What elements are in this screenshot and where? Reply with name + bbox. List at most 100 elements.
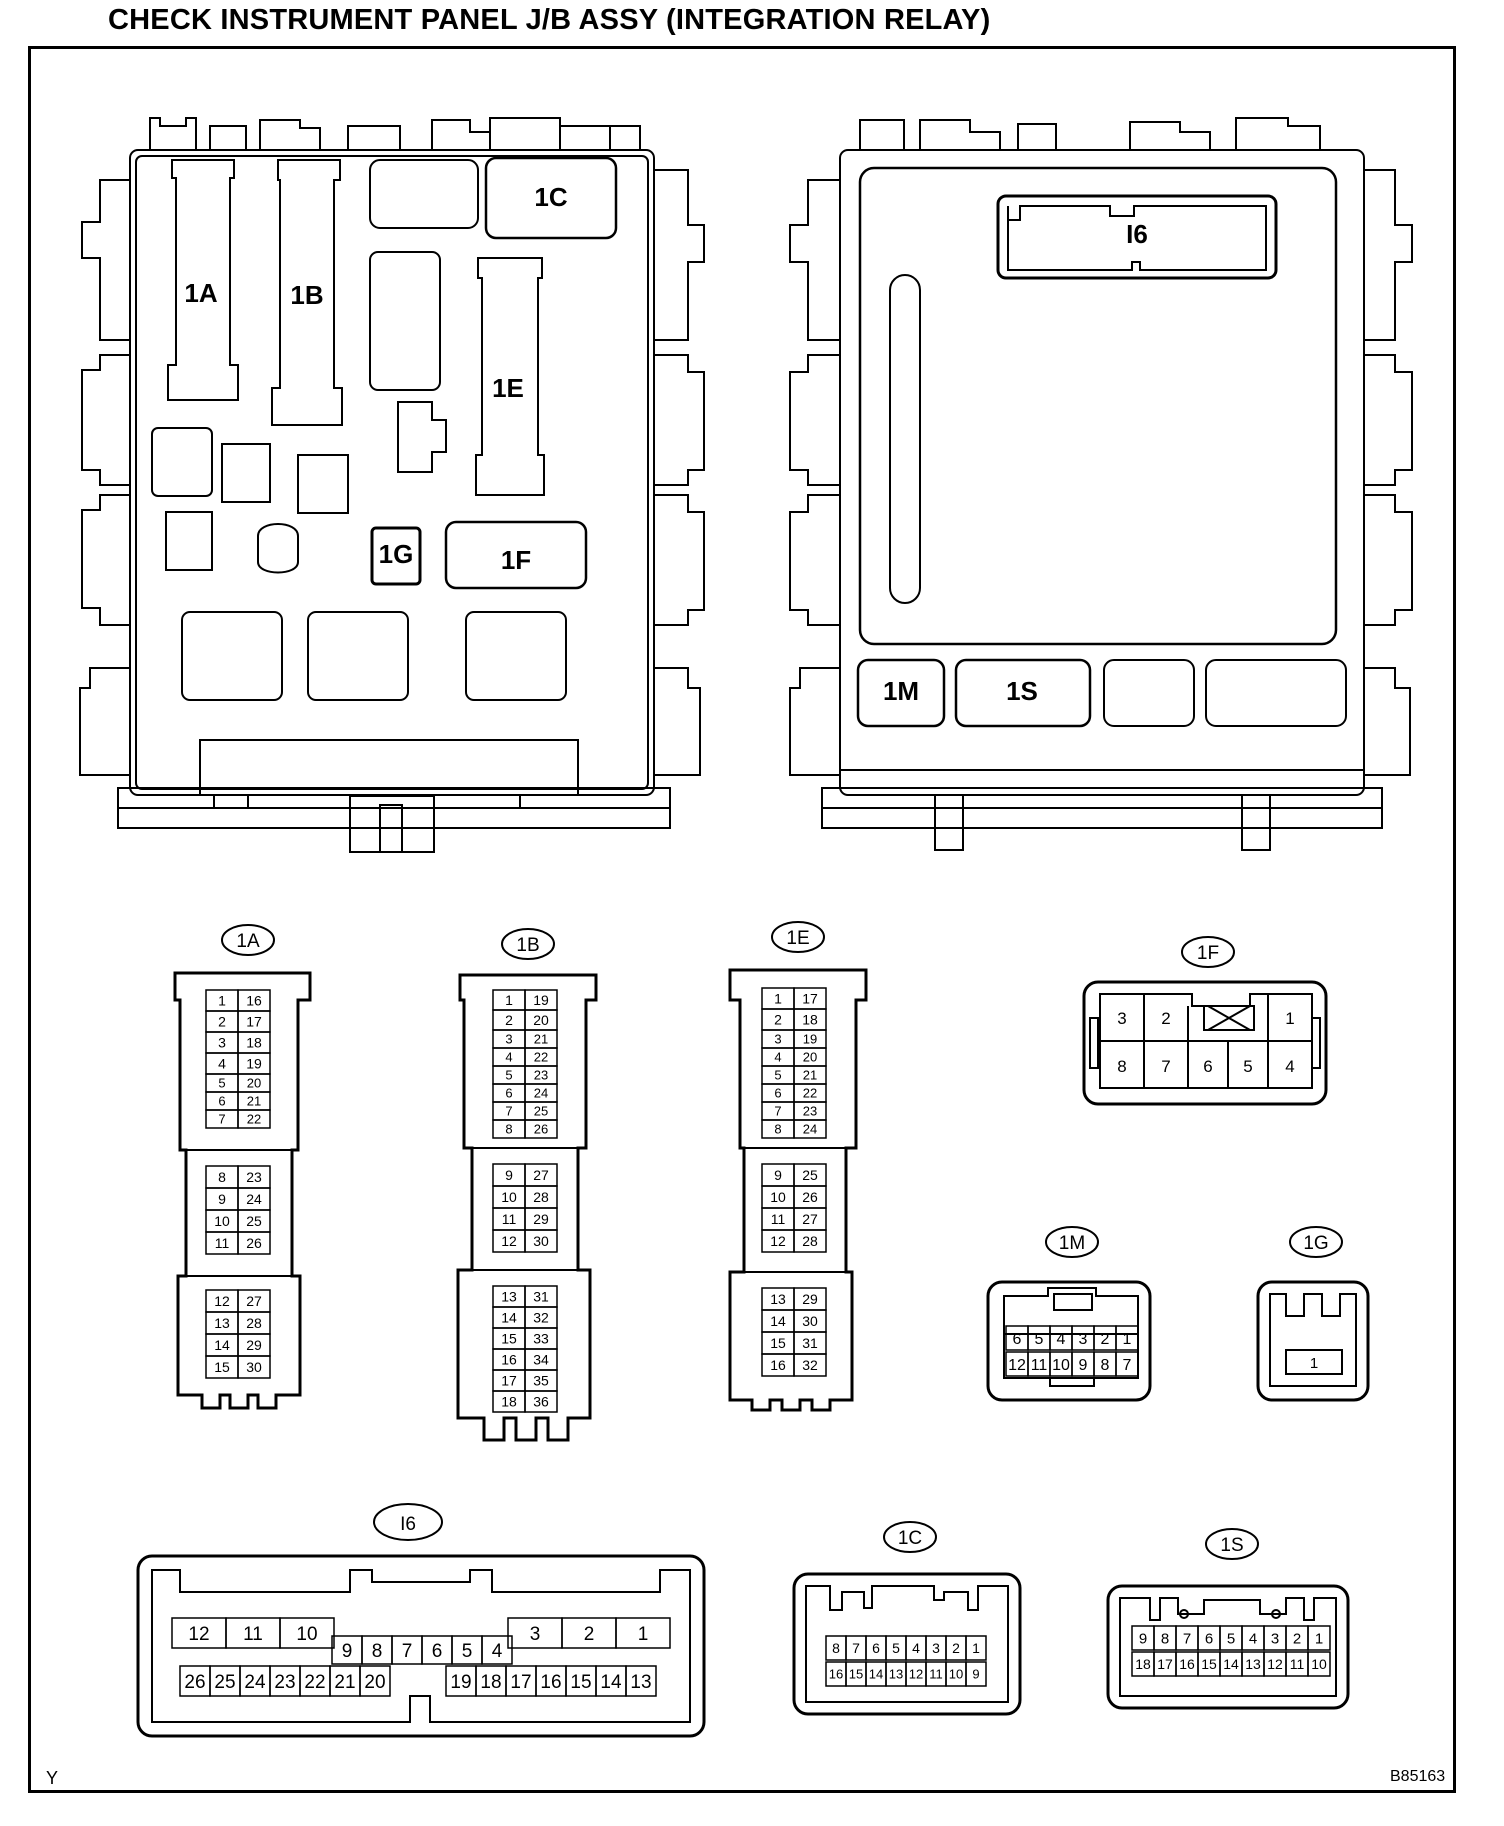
- connector_i6-pin-5: 5: [462, 1641, 473, 1662]
- connector_i6-pin-15: 15: [570, 1672, 591, 1693]
- front-label-1b: 1B: [290, 280, 323, 310]
- connector_1b-pin-3: 3: [505, 1032, 512, 1047]
- connector_1f-pin-4: 4: [1285, 1057, 1294, 1076]
- connector_1e-pin-8: 8: [774, 1122, 781, 1137]
- connector_1e-pin-17: 17: [802, 991, 818, 1007]
- connector_1a-pin-21: 21: [247, 1094, 261, 1109]
- connector-1e-name: 1E: [786, 928, 809, 949]
- connector_i6-pin-10: 10: [296, 1624, 317, 1645]
- front-label-1f: 1F: [501, 545, 531, 575]
- connector_1e-pin-1: 1: [774, 991, 782, 1007]
- connector_1c-pin-15: 15: [849, 1667, 863, 1682]
- connector_i6-pin-19: 19: [450, 1672, 471, 1693]
- connector_i6-pin-3: 3: [530, 1624, 541, 1645]
- connector_1e-pin-24-cell: [793, 1119, 827, 1139]
- connector_1a-pin-16: 16: [246, 993, 262, 1009]
- connector_1f-pin-1: 1: [1285, 1009, 1294, 1028]
- connector_1b-pin-17: 17: [501, 1373, 517, 1389]
- connector_1m-pin-3: 3: [1079, 1331, 1088, 1348]
- connector_i6-pin-2: 2: [584, 1624, 595, 1645]
- connector_i6-pin-22: 22: [304, 1672, 325, 1693]
- connector_i6-pin-11: 11: [243, 1624, 263, 1645]
- connector_1b-pin-13: 13: [501, 1289, 517, 1305]
- connector_1e-pin-5: 5: [774, 1068, 781, 1083]
- connector_1m-pin-7-cell: [1115, 1351, 1139, 1377]
- connector_1m-pin-7: 7: [1123, 1357, 1132, 1374]
- connector_1m-pin-2: 2: [1101, 1331, 1110, 1348]
- connector_1b-pin-22: 22: [534, 1050, 548, 1065]
- connector_1b-pin-28: 28: [533, 1189, 549, 1205]
- connector_i6-pin-13-cell: [625, 1665, 657, 1697]
- connector_1a-pin-24: 24: [246, 1191, 262, 1207]
- connector_1e-pin-28-cell: [793, 1229, 827, 1253]
- connector_1s-pin-5: 5: [1227, 1630, 1235, 1647]
- connector_1e-pin-21: 21: [803, 1068, 817, 1083]
- connector_1c-pin-7: 7: [852, 1640, 860, 1656]
- connector_1b-pin-34: 34: [533, 1352, 549, 1368]
- connector_i6-pin-24: 24: [244, 1672, 266, 1693]
- connector_1b-pin-36: 36: [533, 1394, 549, 1410]
- front-label-1g: 1G: [379, 539, 414, 569]
- connector_1a-pin-13: 13: [214, 1315, 230, 1331]
- connector_i6-pin-16: 16: [540, 1672, 561, 1693]
- connector_1a-pin-17: 17: [246, 1014, 262, 1030]
- connector_1b-pin-12: 12: [501, 1233, 517, 1249]
- connector_1a-pin-22: 22: [247, 1112, 261, 1127]
- connector_1m-pin-1-cell: [1115, 1325, 1139, 1351]
- connector-1b-name: 1B: [516, 935, 539, 956]
- connector_1b-pin-4: 4: [505, 1050, 512, 1065]
- connector_1b-pin-26-cell: [524, 1119, 558, 1139]
- connector_1s-pin-11: 11: [1290, 1656, 1305, 1672]
- connector_i6-pin-1-cell: [615, 1617, 671, 1649]
- connector_1m-pin-5: 5: [1035, 1331, 1044, 1348]
- connector_1e-pin-29: 29: [802, 1291, 818, 1307]
- connector_1e-pin-20: 20: [803, 1050, 817, 1065]
- connector_i6-pin-9: 9: [342, 1641, 353, 1662]
- connector_1a-pin-3: 3: [218, 1035, 226, 1051]
- connector_1b-pin-26: 26: [534, 1122, 548, 1137]
- connector_1a-pin-23: 23: [246, 1169, 262, 1185]
- connector-1c-name: 1C: [898, 1528, 922, 1549]
- connector_1s-pin-16: 16: [1179, 1656, 1195, 1672]
- connector_1m-pin-6: 6: [1013, 1331, 1022, 1348]
- connector_1a-pin-4: 4: [218, 1056, 226, 1072]
- connector_1e-pin-14: 14: [770, 1313, 786, 1329]
- connector_1c-pin-6: 6: [872, 1640, 880, 1656]
- connector_1a-pin-11: 11: [215, 1235, 230, 1251]
- front-label-1c: 1C: [534, 182, 567, 212]
- connector_1e-pin-25: 25: [802, 1167, 818, 1183]
- connector_i6-pin-12: 12: [188, 1624, 209, 1645]
- rear-label-1s: 1S: [1006, 676, 1038, 706]
- front-label-1e: 1E: [492, 373, 524, 403]
- connector_1e-pin-22: 22: [803, 1086, 817, 1101]
- connector_1s-pin-9: 9: [1139, 1630, 1147, 1647]
- connector_1c-pin-10: 10: [949, 1667, 963, 1682]
- connector_1m-pin-1: 1: [1123, 1331, 1132, 1348]
- connector_1b-pin-1: 1: [505, 992, 513, 1008]
- connector_1c-pin-4: 4: [912, 1640, 920, 1656]
- connector_1s-pin-12: 12: [1267, 1656, 1283, 1672]
- connector-1a-name: 1A: [236, 931, 260, 952]
- connector_1b-pin-30: 30: [533, 1233, 549, 1249]
- connector_1a-pin-14: 14: [214, 1337, 230, 1353]
- connector_1e-pin-11: 11: [771, 1211, 786, 1227]
- connector_1e-pin-13: 13: [770, 1291, 786, 1307]
- connector_1b-pin-11: 11: [502, 1211, 517, 1227]
- connector_1s-pin-7: 7: [1183, 1630, 1191, 1647]
- connector_1c-pin-3: 3: [932, 1640, 940, 1656]
- jb-rear-view: I6 1M 1S: [789, 117, 1413, 851]
- connector_1s-pin-10: 10: [1311, 1656, 1327, 1672]
- connector_1b-pin-16: 16: [501, 1352, 517, 1368]
- connector_1s-pin-6: 6: [1205, 1630, 1213, 1647]
- connector_1b-pin-25: 25: [534, 1104, 548, 1119]
- connector_1f-pin-8: 8: [1117, 1057, 1126, 1076]
- connector_i6-pin-20: 20: [364, 1672, 385, 1693]
- connector_1a-pin-6: 6: [218, 1094, 225, 1109]
- connector_1b-pin-9: 9: [505, 1167, 513, 1183]
